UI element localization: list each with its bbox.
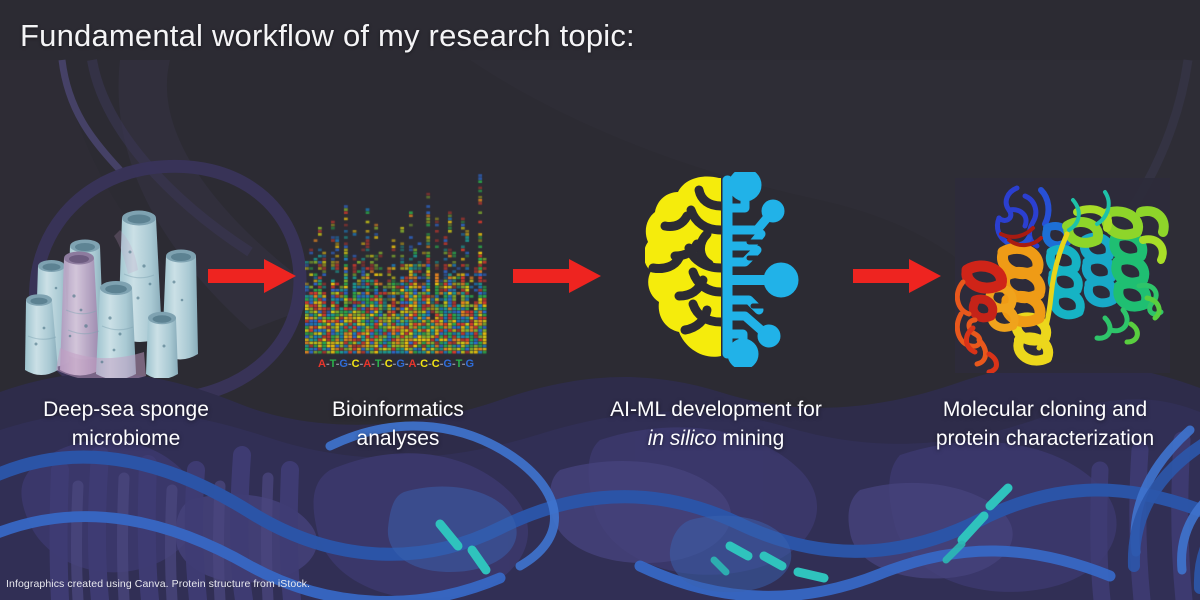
- dna-separator: -: [451, 358, 456, 370]
- step-1-caption: Deep-sea sponge microbiome: [0, 395, 252, 453]
- step-2-caption-line-1: Bioinformatics: [332, 398, 464, 421]
- dna-separator: -: [461, 358, 466, 370]
- step-3-caption-line-2: in silico mining: [562, 424, 870, 453]
- dna-base: C: [431, 358, 440, 370]
- step-2-caption-line-2: analyses: [356, 427, 440, 450]
- dna-separator: -: [392, 358, 397, 370]
- dna-base: T: [455, 358, 462, 370]
- workflow-arrow-2: [513, 258, 601, 299]
- dna-separator: -: [439, 358, 444, 370]
- dna-base: A: [317, 358, 326, 370]
- dna-base: C: [384, 358, 393, 370]
- page-title: Fundamental workflow of my research topi…: [20, 18, 635, 53]
- sequencing-heatmap-canvas: [305, 142, 487, 356]
- dna-base: C: [420, 358, 429, 370]
- dna-sequencing-skyline: A-T-G-C-A-T-C-G-A-C-C-G-T-G: [305, 142, 487, 382]
- dna-separator: -: [428, 358, 432, 370]
- dna-sequence-labels: A-T-G-C-A-T-C-G-A-C-C-G-T-G: [305, 358, 487, 370]
- deep-sea-sponge-illustration: [14, 178, 224, 378]
- step-3-caption-line-1: AI-ML development for: [610, 398, 822, 421]
- dna-base: G: [339, 358, 348, 370]
- step-2-caption: Bioinformatics analyses: [262, 395, 534, 453]
- dna-base: G: [465, 358, 475, 370]
- step-3-caption-rest: mining: [716, 427, 785, 450]
- dna-separator: -: [404, 358, 409, 370]
- step-3-caption: AI-ML development for in silico mining: [562, 395, 870, 453]
- dna-separator: -: [359, 358, 364, 370]
- dna-base: T: [374, 358, 382, 370]
- dna-separator: -: [325, 358, 330, 370]
- step-1-caption-line-2: microbiome: [71, 427, 181, 450]
- dna-base: G: [396, 358, 405, 370]
- workflow-arrow-1: [208, 258, 296, 299]
- step-4-caption-line-2: protein characterization: [935, 427, 1155, 450]
- dna-base: T: [329, 358, 336, 370]
- dna-base: A: [363, 358, 372, 370]
- workflow-arrow-3: [853, 258, 941, 299]
- step-4-caption-line-1: Molecular cloning and: [942, 398, 1148, 421]
- step-4-caption: Molecular cloning and protein characteri…: [890, 395, 1200, 453]
- footer-credit: Infographics created using Canva. Protei…: [6, 578, 311, 590]
- protein-ribbon-structure: [955, 178, 1170, 373]
- step-1-caption-line-1: Deep-sea sponge: [43, 398, 209, 421]
- ai-brain-circuit-icon: [643, 168, 800, 370]
- dna-separator: -: [347, 358, 352, 370]
- dna-separator: -: [381, 358, 385, 370]
- dna-separator: -: [371, 358, 375, 370]
- dna-separator: -: [416, 358, 421, 370]
- dna-base: C: [351, 358, 360, 370]
- dna-base: A: [408, 358, 417, 370]
- dna-base: G: [443, 358, 452, 370]
- dna-separator: -: [335, 358, 340, 370]
- step-3-caption-italic: in silico: [647, 427, 717, 450]
